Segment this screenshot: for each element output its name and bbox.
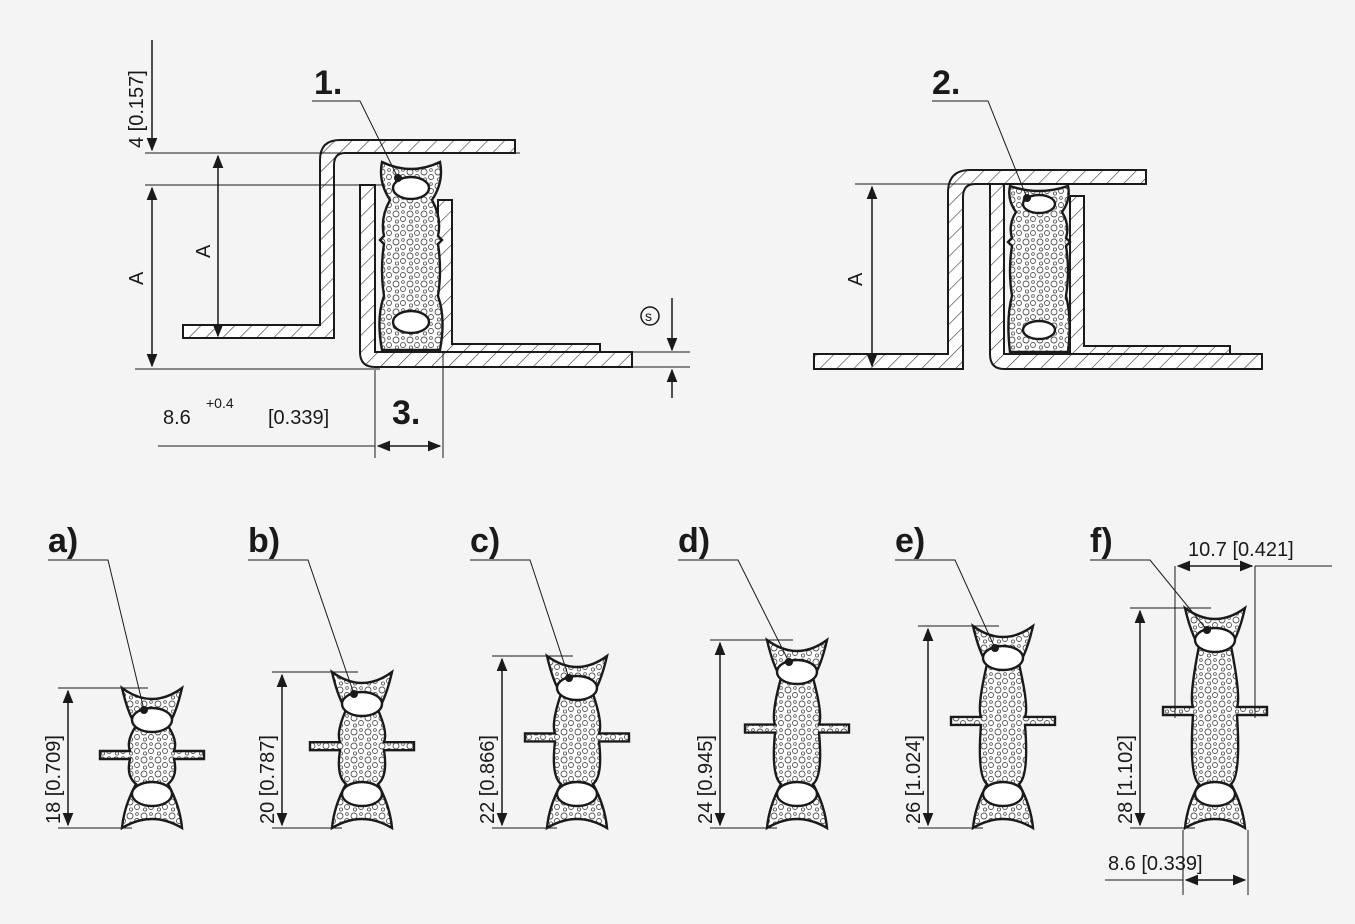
- dim-width-inch: [0.339]: [268, 407, 329, 429]
- variant-seal-lower-hole: [1193, 780, 1237, 808]
- variant-seal-upper-hole: [1193, 626, 1237, 654]
- right-outer-sheet: [813, 169, 1147, 370]
- variant-d: d) 24 [0.945]: [678, 522, 851, 831]
- seal-profile-2: [1006, 184, 1072, 354]
- variant-row: a) 18 [0.709] b) 20 [0.787] c) 22 [0.866] d) 24…: [43, 522, 1269, 831]
- variant-f: f) 28 [1.102]: [1090, 522, 1269, 831]
- variant-f-width-top: 10.7 [0.421]: [1188, 539, 1294, 561]
- dim-top-label: 4 [0.157]: [126, 70, 148, 148]
- variant-height-dim: 18 [0.709]: [43, 735, 65, 824]
- variant-e: e) 26 [1.024]: [895, 522, 1057, 831]
- right-inner-plate: [1069, 195, 1231, 355]
- seal-label-2: 2.: [932, 64, 960, 102]
- variant-letter: b): [248, 522, 280, 560]
- variant-letter: e): [895, 522, 925, 560]
- variant-letter: a): [48, 522, 78, 560]
- inner-right-plate: [437, 199, 601, 353]
- dim-a-right-label: A: [845, 272, 867, 286]
- variant-letter: d): [678, 522, 710, 560]
- dim-width-main: 8.6: [163, 407, 191, 429]
- variant-letter: f): [1090, 522, 1113, 560]
- seal-profile-1: [378, 160, 444, 352]
- variant-height-dim: 20 [0.787]: [257, 735, 279, 824]
- variant-a: a) 18 [0.709]: [43, 522, 206, 831]
- variant-seal-upper-hole: [130, 706, 174, 734]
- variant-seal-lower-hole: [130, 780, 174, 808]
- variant-height-dim: 26 [1.024]: [903, 735, 925, 824]
- variant-c: c) 22 [0.866]: [470, 522, 631, 831]
- dim-a-outer-label: A: [126, 271, 148, 285]
- variant-f-width-bottom: 8.6 [0.339]: [1108, 853, 1203, 875]
- variant-seal-lower-hole: [981, 780, 1025, 808]
- variant-seal-upper-hole: [555, 674, 599, 702]
- variant-letter: c): [470, 522, 500, 560]
- variant-height-dim: 28 [1.102]: [1115, 735, 1137, 824]
- variant-f-extra-dims: 10.7 [0.421] 8.6 [0.339]: [1105, 539, 1332, 895]
- variant-seal-lower-hole: [555, 780, 599, 808]
- dim-a-inner-label: A: [193, 244, 215, 258]
- variant-seal-lower-hole: [775, 780, 819, 808]
- variant-seal-upper-hole: [775, 658, 819, 686]
- outer-sheet-profile: [182, 139, 516, 339]
- assembly-right: 2. A: [813, 64, 1263, 370]
- assembly-left: 1. 4 [0.157] A A s 8.6 +0.4 [0.339] 3.: [126, 40, 690, 458]
- variant-height-dim: 24 [0.945]: [695, 735, 717, 824]
- s-symbol: [640, 306, 660, 326]
- variant-height-dim: 22 [0.866]: [477, 735, 499, 824]
- seal-label-3: 3.: [392, 394, 420, 432]
- variant-b: b) 20 [0.787]: [248, 522, 416, 831]
- variant-seal-upper-hole: [981, 644, 1025, 672]
- variant-seal-lower-hole: [340, 780, 384, 808]
- variant-seal-upper-hole: [340, 690, 384, 718]
- seal-label-1: 1.: [314, 64, 342, 102]
- dim-width-tolerance: +0.4: [206, 395, 234, 411]
- dim-s-label: s: [645, 308, 652, 324]
